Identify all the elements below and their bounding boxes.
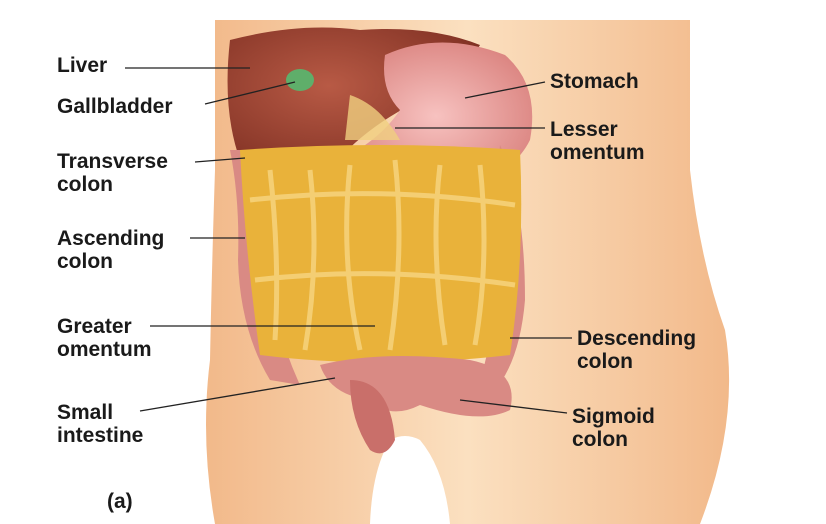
small-intestine-shape	[320, 356, 512, 417]
leader-lines	[125, 67, 572, 414]
label-greater-omentum: Greater omentum	[57, 315, 152, 361]
label-small-intestine: Small intestine	[57, 401, 144, 447]
lesser-omentum-shape	[345, 95, 400, 140]
gallbladder-shape	[286, 69, 314, 91]
figure-label: (a)	[107, 490, 133, 513]
label-liver: Liver	[57, 54, 108, 77]
label-ascending-colon: Ascending colon	[57, 227, 165, 273]
label-gallbladder: Gallbladder	[57, 95, 173, 118]
label-sigmoid-colon: Sigmoid colon	[572, 405, 655, 451]
label-stomach: Stomach	[550, 70, 639, 93]
label-transverse-colon: Transverse colon	[57, 150, 168, 196]
label-lesser-omentum: Lesser omentum	[550, 118, 645, 164]
sigmoid-colon-shape	[350, 380, 395, 454]
label-descending-colon: Descending colon	[577, 327, 697, 373]
